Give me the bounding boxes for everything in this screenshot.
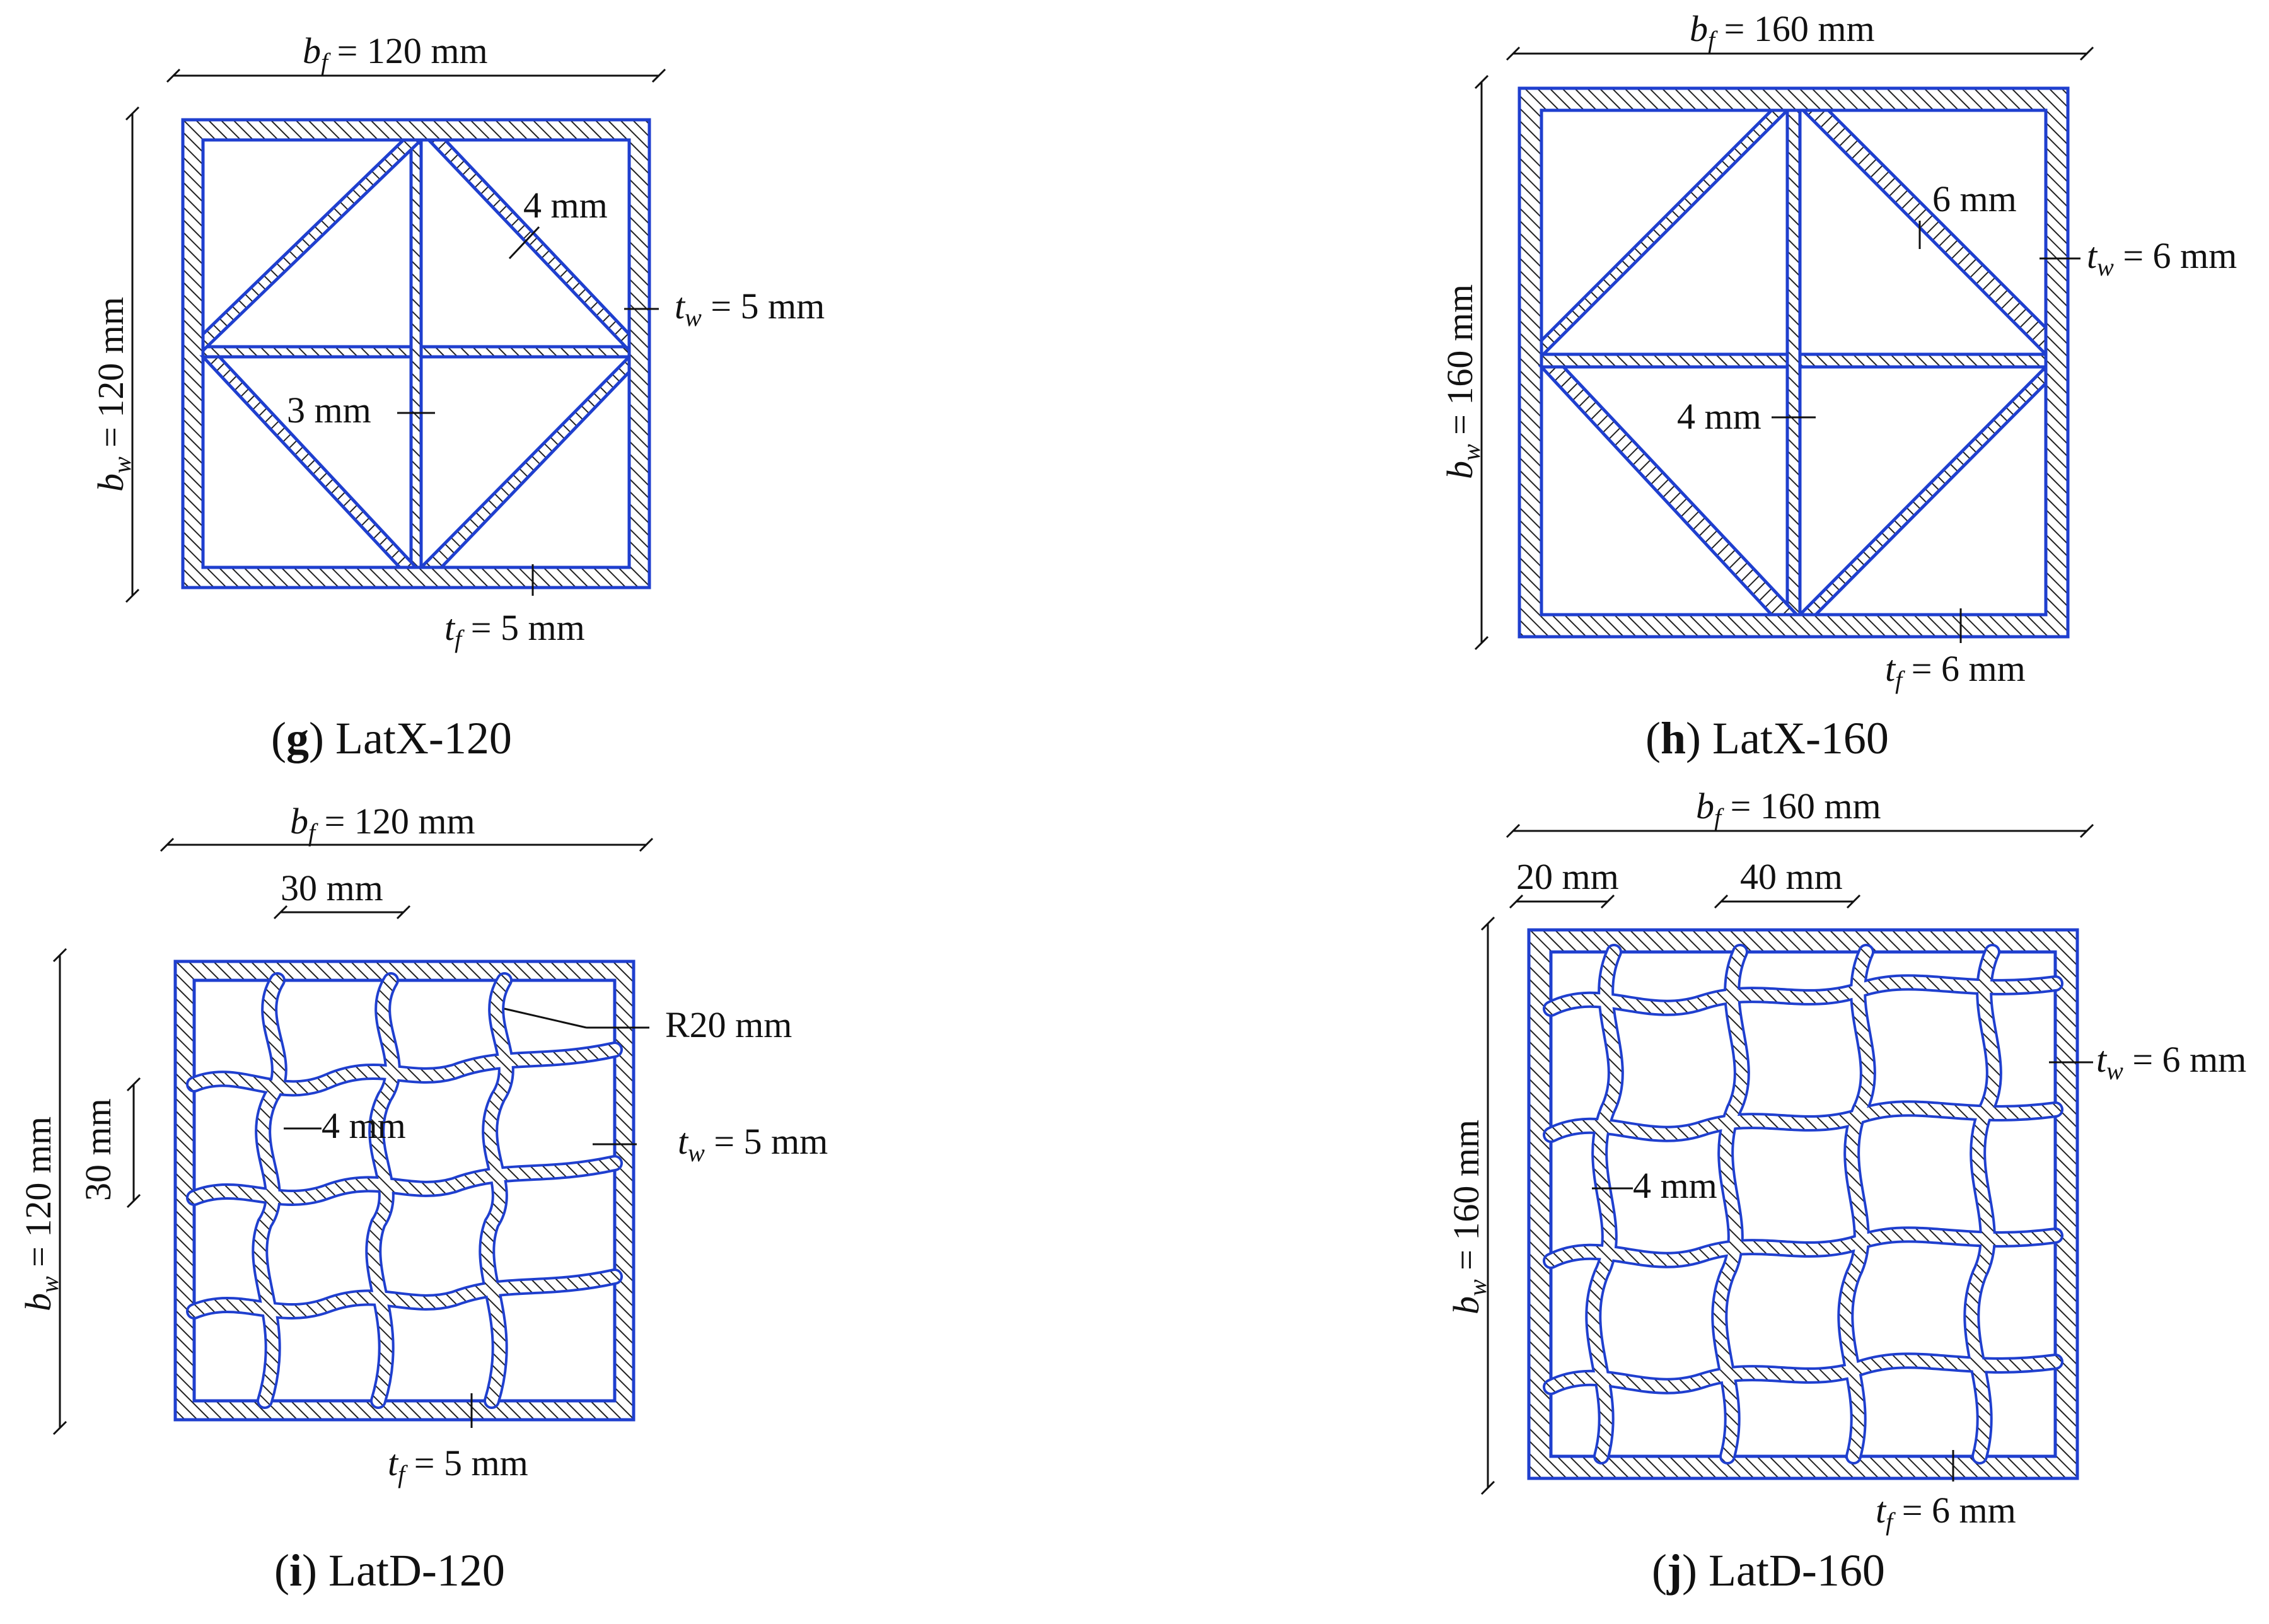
dim-tick — [1600, 894, 1615, 909]
dim-tick — [125, 106, 140, 121]
tf-label: tf = 6 mm — [1876, 1490, 2016, 1536]
panel-i: bf = 120 mm 30 mm bw = 120 mm 30 mm R20 … — [18, 801, 828, 1596]
tw-label: tw = 5 mm — [675, 286, 825, 332]
tf-label: tf = 5 mm — [444, 607, 585, 653]
dim-tick — [166, 68, 181, 83]
outer-wall — [1527, 928, 2079, 1480]
dim-tick — [1506, 823, 1521, 838]
dim-tick — [52, 948, 67, 963]
dim-tick — [160, 837, 175, 852]
tw-label: tw = 6 mm — [2087, 235, 2237, 281]
curved-lattice-hatch — [189, 975, 620, 1406]
section-g — [181, 118, 651, 589]
tf-label: tf = 5 mm — [388, 1442, 528, 1488]
panel-j: bf = 160 mm 20 mm 40 mm bw = 160 mm tw =… — [1446, 786, 2246, 1596]
panel-g: bf = 120 mm bw = 120 mm tw = 5 mm tf = 5… — [90, 30, 825, 763]
outer-wall — [173, 960, 635, 1422]
note-leader — [504, 1007, 587, 1029]
dim-tick — [126, 1077, 141, 1092]
note-label: 4 mm — [1633, 1165, 1717, 1206]
diagonal-web — [425, 138, 631, 355]
caption-i: (i) LatD-120 — [274, 1545, 505, 1596]
section-i — [173, 960, 635, 1422]
dim-tick — [1474, 635, 1489, 651]
diagonal-web — [1538, 365, 1801, 617]
note-label: 4 mm — [523, 185, 608, 226]
bf-label: bf = 120 mm — [303, 30, 488, 76]
mid-vertical-web — [409, 138, 423, 569]
section-h — [1518, 86, 2070, 639]
dim-tick — [396, 905, 411, 920]
dim-tick — [2079, 46, 2094, 61]
dim-tick — [639, 837, 654, 852]
caption-h: (h) LatX-160 — [1645, 713, 1889, 763]
note-label: 4 mm — [1677, 396, 1761, 437]
outer-wall — [1518, 86, 2070, 639]
diagonal-web — [201, 138, 426, 354]
note-label: 40 mm — [1740, 856, 1843, 897]
note-label: 4 mm — [322, 1105, 406, 1146]
curved-lattice-hatch — [1545, 946, 2061, 1462]
note-label: 30 mm — [281, 867, 383, 908]
dim-tick — [1509, 894, 1524, 909]
caption-j: (j) LatD-160 — [1652, 1545, 1885, 1596]
diagonal-web — [1799, 108, 2048, 359]
caption-g: (g) LatX-120 — [271, 713, 512, 763]
diagonal-web — [1796, 362, 2048, 617]
note-label: 20 mm — [1516, 856, 1619, 897]
dim-tick — [52, 1420, 67, 1436]
bf-label: bf = 120 mm — [290, 801, 475, 847]
outer-wall — [181, 118, 651, 589]
dim-tick — [126, 1193, 141, 1209]
diagonal-web — [1540, 108, 1792, 361]
note-label: R20 mm — [665, 1004, 792, 1045]
mid-vertical-web — [1785, 108, 1802, 617]
dim-tick — [1474, 74, 1489, 90]
dim-tick — [1846, 894, 1861, 909]
bw-label: bw = 160 mm — [1446, 1120, 1492, 1314]
bw-label: bw = 160 mm — [1439, 284, 1485, 479]
diagonal-web — [417, 352, 631, 569]
bw-label: bw = 120 mm — [90, 297, 136, 492]
tf-label: tf = 6 mm — [1885, 648, 2026, 694]
tw-label: tw = 6 mm — [2096, 1039, 2246, 1085]
note-leader — [508, 226, 540, 260]
bf-label: bf = 160 mm — [1690, 8, 1875, 54]
dim-tick — [273, 905, 288, 920]
dim-tick — [1714, 894, 1729, 909]
note-label: 6 mm — [1932, 178, 2017, 219]
tw-label: tw = 5 mm — [678, 1121, 828, 1167]
dim-tick — [125, 588, 140, 603]
dim-tick — [1480, 1480, 1495, 1495]
dim-tick — [1480, 916, 1495, 931]
section-j — [1527, 928, 2079, 1480]
note-label: 3 mm — [287, 390, 371, 431]
dim-tick — [2079, 823, 2094, 838]
dim-tick — [1506, 46, 1521, 61]
diagonal-web — [199, 355, 420, 569]
note-label: 30 mm — [78, 1098, 119, 1201]
bw-label: bw = 120 mm — [18, 1116, 64, 1311]
panel-h: bf = 160 mm bw = 160 mm tw = 6 mm tf = 6… — [1439, 8, 2237, 763]
bf-label: bf = 160 mm — [1696, 786, 1881, 832]
dim-tick — [651, 68, 666, 83]
